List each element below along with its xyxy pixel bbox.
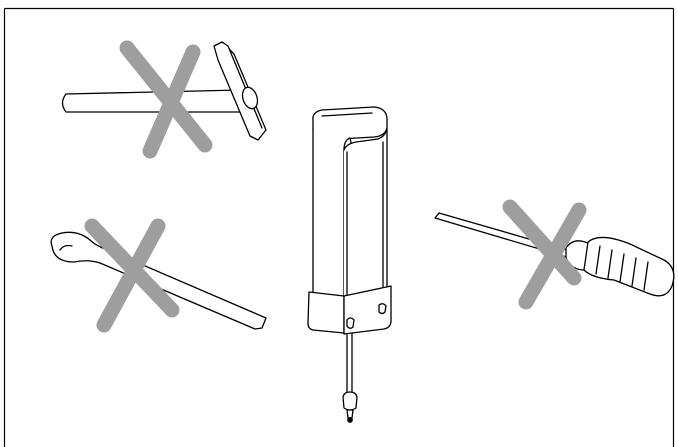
probe-device-icon xyxy=(307,106,392,423)
hammer-icon xyxy=(61,41,267,141)
not-allowed-cross-spatula xyxy=(84,218,180,333)
not-allowed-cross-hammer xyxy=(119,40,213,159)
frame-border xyxy=(3,7,675,447)
not-allowed-cross-screwdriver xyxy=(502,199,587,310)
spatula-icon xyxy=(50,231,267,330)
